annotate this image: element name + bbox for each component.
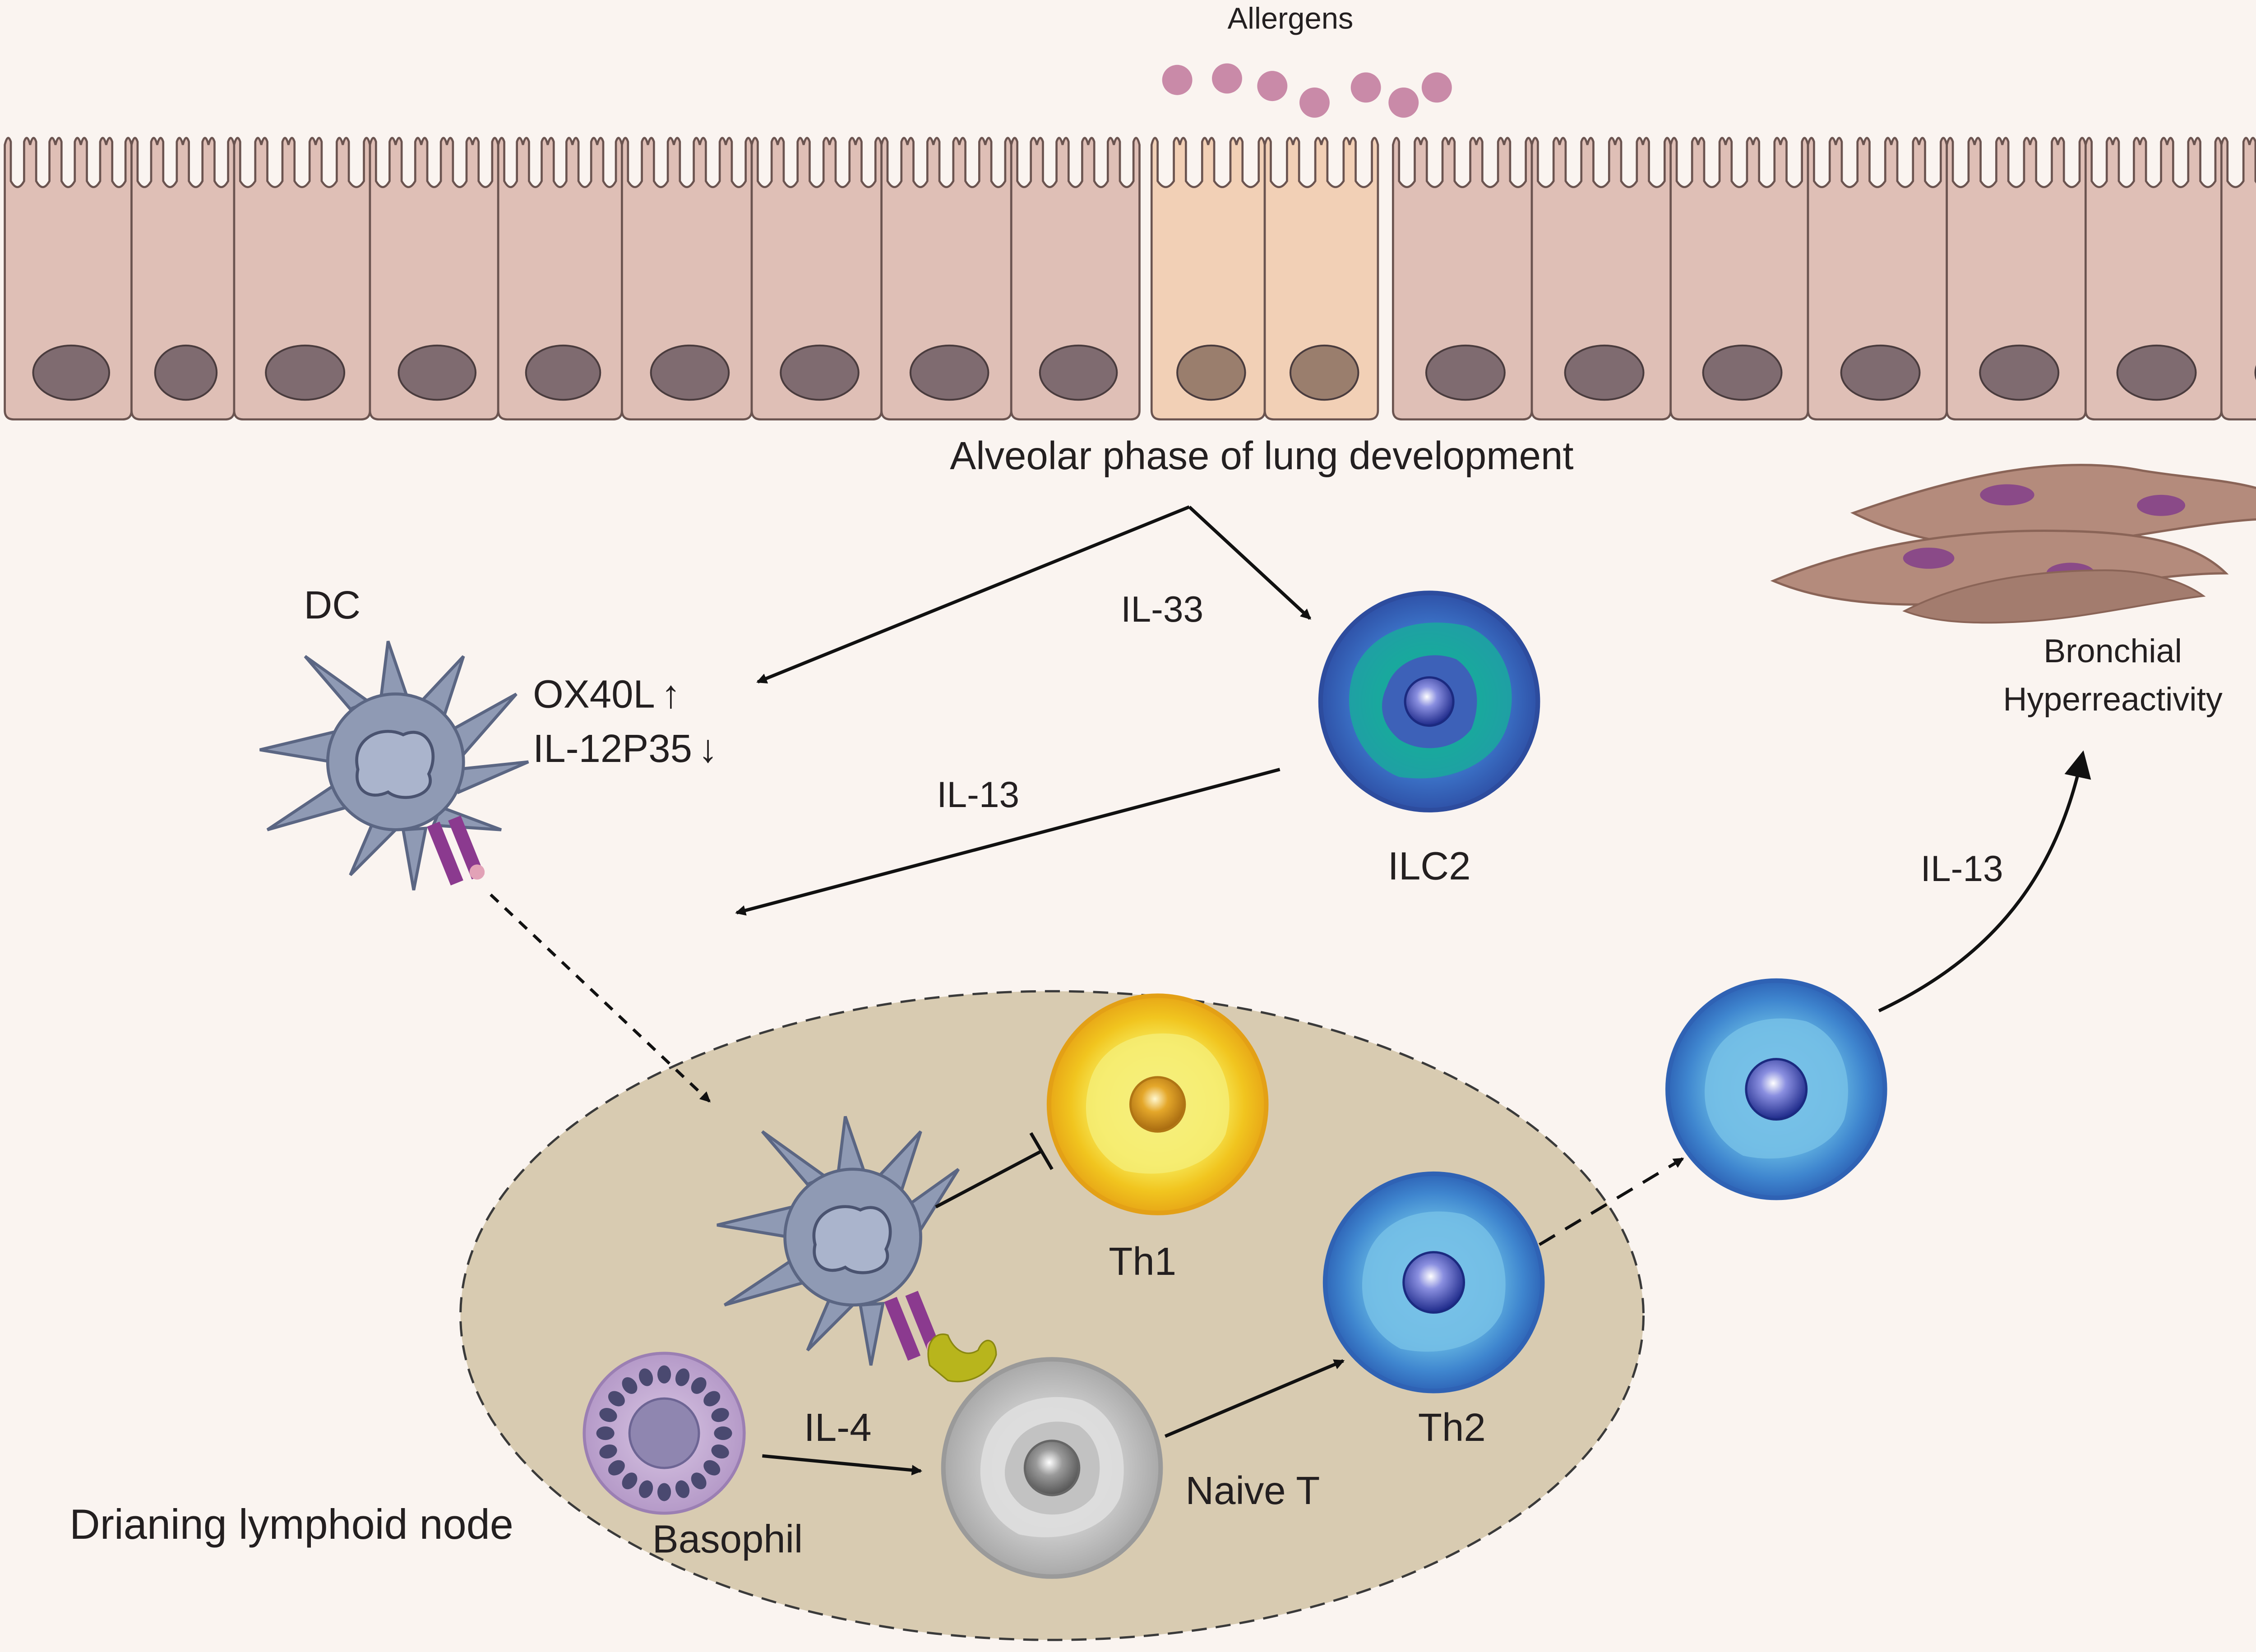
- epithelial-nucleus: [1979, 344, 2060, 401]
- epithelial-cell: [1807, 137, 1948, 421]
- activated-epithelial-cell: [1263, 137, 1379, 421]
- il12p35-label: IL-12P35↓: [533, 727, 718, 771]
- epithelial-nucleus: [1564, 344, 1645, 401]
- naive-to-th2-arrow: [1164, 1359, 1345, 1438]
- th2-cell-icon: [1322, 1171, 1545, 1394]
- basophil-granule: [711, 1408, 729, 1422]
- epithelial-cell: [1392, 137, 1533, 421]
- basophil-granule: [675, 1368, 690, 1386]
- naive-t-label: Naive T: [1185, 1469, 1320, 1513]
- basophil-granule: [638, 1480, 653, 1498]
- epithelial-nucleus: [1176, 344, 1246, 401]
- th1-cell-icon: [1046, 993, 1269, 1215]
- effector-th2-cell-icon: [1665, 978, 1887, 1200]
- epithelial-cell: [233, 137, 371, 421]
- il4-arrow: [762, 1454, 923, 1476]
- epithelial-nucleus: [1039, 344, 1118, 401]
- epithelial-nucleus: [2116, 344, 2197, 401]
- allergens-group: Allergens: [1162, 2, 1452, 118]
- epithelial-cell: [1010, 137, 1141, 421]
- epithelial-cell: [880, 137, 1012, 421]
- epithelial-nucleus: [154, 344, 218, 401]
- arrow-il13-to-dc: [735, 768, 1281, 916]
- epithelial-nucleus: [32, 344, 111, 401]
- tcr-receptor-icon: [927, 1334, 997, 1383]
- basophil-granule: [599, 1408, 617, 1422]
- epithelial-cell: [130, 137, 236, 421]
- inhibition-line: [935, 1132, 1054, 1209]
- bronchial-label-line1: Bronchial: [2043, 632, 2182, 669]
- epithelial-nucleus: [1425, 344, 1506, 401]
- airway-epithelium: [4, 137, 2256, 421]
- basophil-granule: [714, 1426, 732, 1440]
- allergens-label: Allergens: [1228, 2, 1354, 36]
- basophil-granule: [703, 1460, 721, 1476]
- epithelial-nucleus: [1840, 344, 1921, 401]
- ilc2-label: ILC2: [1388, 844, 1471, 888]
- mhc-receptor: [427, 815, 485, 886]
- epithelial-cell: [1669, 137, 1809, 421]
- basophil-granule: [657, 1365, 671, 1384]
- epithelial-nucleus: [265, 344, 346, 401]
- basophil-granule: [691, 1377, 707, 1394]
- dendritic-cell-lymph-node-icon: [717, 1116, 960, 1366]
- epithelial-nucleus: [1702, 344, 1783, 401]
- epithelial-cell: [497, 137, 623, 421]
- epithelial-nucleus: [909, 344, 989, 401]
- basophil-granule: [711, 1444, 729, 1459]
- th1-label: Th1: [1109, 1240, 1176, 1283]
- bronchial-label-line2: Hyperreactivity: [2003, 680, 2223, 718]
- basophil-cell-icon: [582, 1352, 746, 1515]
- arrow-to-dc: [756, 505, 1190, 684]
- basophil-granule: [691, 1472, 707, 1490]
- epithelial-cell: [1946, 137, 2087, 421]
- alveolar-arrows: [735, 505, 2091, 1013]
- basophil-granule: [599, 1444, 617, 1459]
- epithelial-cell: [1530, 137, 1672, 421]
- alveolar-phase-label: Alveolar phase of lung development: [950, 434, 1573, 478]
- ilc2-cell-icon: [1318, 591, 1540, 812]
- epithelial-cell: [4, 137, 133, 421]
- basophil-granule: [622, 1377, 638, 1394]
- basophil-granule: [608, 1460, 625, 1476]
- epithelial-cell: [621, 137, 753, 421]
- naive-t-cell-icon: [941, 1357, 1163, 1579]
- allergen-particles: [1162, 63, 1452, 118]
- epithelial-cell: [2085, 137, 2223, 421]
- arrow-to-hyperreactivity: [1878, 750, 2091, 1013]
- th2-label: Th2: [1418, 1406, 1486, 1449]
- epithelial-cell: [750, 137, 883, 421]
- lymph-node-label: Drianing lymphoid node: [69, 1500, 513, 1548]
- basophil-granule: [608, 1391, 625, 1407]
- epithelial-cell: [2220, 137, 2256, 421]
- il13-th2-label: IL-13: [1921, 849, 2003, 889]
- dendritic-cell-icon: [259, 641, 529, 891]
- ox40l-label: OX40L↑: [533, 672, 681, 716]
- smooth-muscle-cells-icon: [1770, 464, 2256, 624]
- basophil-granule: [622, 1472, 638, 1490]
- basophil-granule: [657, 1483, 671, 1501]
- epithelial-nucleus: [650, 344, 730, 401]
- activated-epithelial-cell: [1150, 137, 1266, 421]
- il4-label: IL-4: [804, 1406, 872, 1449]
- basophil-granule: [703, 1391, 721, 1407]
- dc-label: DC: [304, 583, 361, 627]
- basophil-granule: [638, 1368, 653, 1386]
- il13-ilc2-label: IL-13: [937, 775, 1019, 815]
- epithelial-nucleus: [398, 344, 477, 401]
- lymph-node-region: [459, 990, 1645, 1641]
- epithelial-nucleus: [1289, 344, 1359, 401]
- epithelial-cell: [369, 137, 499, 421]
- il33-label: IL-33: [1121, 589, 1203, 630]
- basophil-label: Basophil: [652, 1517, 803, 1561]
- arrow-to-ilc2: [1188, 505, 1311, 620]
- epithelial-nucleus: [780, 344, 860, 401]
- epithelial-nucleus: [525, 344, 601, 401]
- basophil-granule: [675, 1480, 690, 1498]
- basophil-granule: [596, 1426, 615, 1440]
